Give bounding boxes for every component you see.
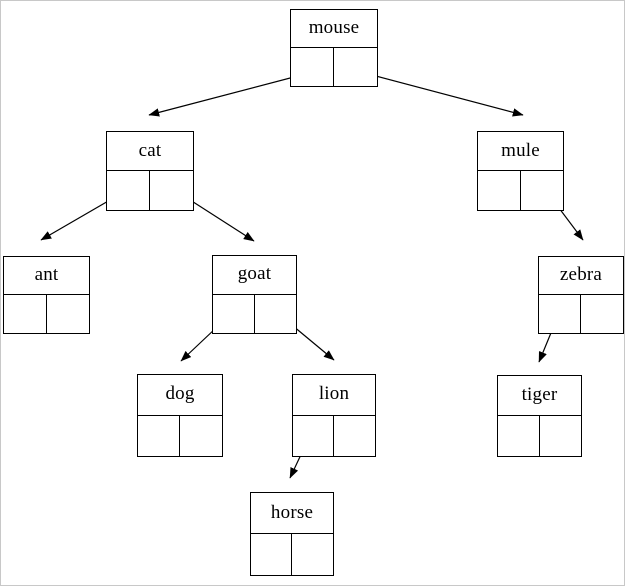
node-left-pointer-cat[interactable] [107,171,150,210]
node-pointers-goat [213,294,297,334]
tree-edge-mouse-to-mule [356,70,524,117]
node-label-tiger: tiger [498,376,581,416]
node-right-pointer-mouse[interactable] [334,48,377,86]
node-left-pointer-ant[interactable] [4,295,47,333]
node-left-pointer-mouse[interactable] [291,48,334,86]
node-right-pointer-horse[interactable] [292,534,333,575]
node-left-pointer-tiger[interactable] [498,416,540,456]
tree-node-horse[interactable]: horse [250,492,334,576]
node-label-mule: mule [478,132,563,171]
node-left-pointer-dog[interactable] [138,415,180,456]
node-left-pointer-horse[interactable] [251,534,292,575]
node-pointers-ant [4,295,89,333]
node-label-cat: cat [107,132,193,171]
node-label-lion: lion [293,375,375,416]
node-left-pointer-zebra[interactable] [539,295,581,333]
node-left-pointer-lion[interactable] [293,415,334,456]
node-pointers-lion [293,415,375,457]
node-right-pointer-ant[interactable] [47,295,90,333]
node-left-pointer-goat[interactable] [213,294,255,333]
node-pointers-zebra [539,295,623,333]
node-right-pointer-zebra[interactable] [581,295,623,333]
tree-node-dog[interactable]: dog [137,374,223,457]
node-right-pointer-lion[interactable] [334,416,375,457]
node-label-goat: goat [213,256,296,295]
tree-edge-mouse-to-cat [148,71,314,117]
node-right-pointer-goat[interactable] [255,295,297,334]
node-pointers-mule [478,171,563,210]
node-right-pointer-cat[interactable] [150,171,193,210]
tree-node-lion[interactable]: lion [292,374,376,457]
tree-node-zebra[interactable]: zebra [538,256,624,334]
tree-node-mouse[interactable]: mouse [290,9,378,87]
tree-node-tiger[interactable]: tiger [497,375,582,457]
tree-node-cat[interactable]: cat [106,131,194,211]
node-left-pointer-mule[interactable] [478,171,521,210]
tree-node-mule[interactable]: mule [477,131,564,211]
node-pointers-dog [138,415,222,457]
tree-node-ant[interactable]: ant [3,256,90,334]
node-right-pointer-tiger[interactable] [540,416,582,456]
node-pointers-mouse [291,48,377,86]
node-right-pointer-mule[interactable] [521,171,564,210]
node-pointers-cat [107,171,193,210]
node-pointers-tiger [498,416,581,456]
node-label-dog: dog [138,375,222,416]
node-label-mouse: mouse [291,10,377,48]
node-right-pointer-dog[interactable] [180,416,222,457]
node-pointers-horse [251,534,333,575]
tree-node-goat[interactable]: goat [212,255,297,334]
node-label-ant: ant [4,257,89,295]
node-label-horse: horse [251,493,333,534]
node-label-zebra: zebra [539,257,623,295]
